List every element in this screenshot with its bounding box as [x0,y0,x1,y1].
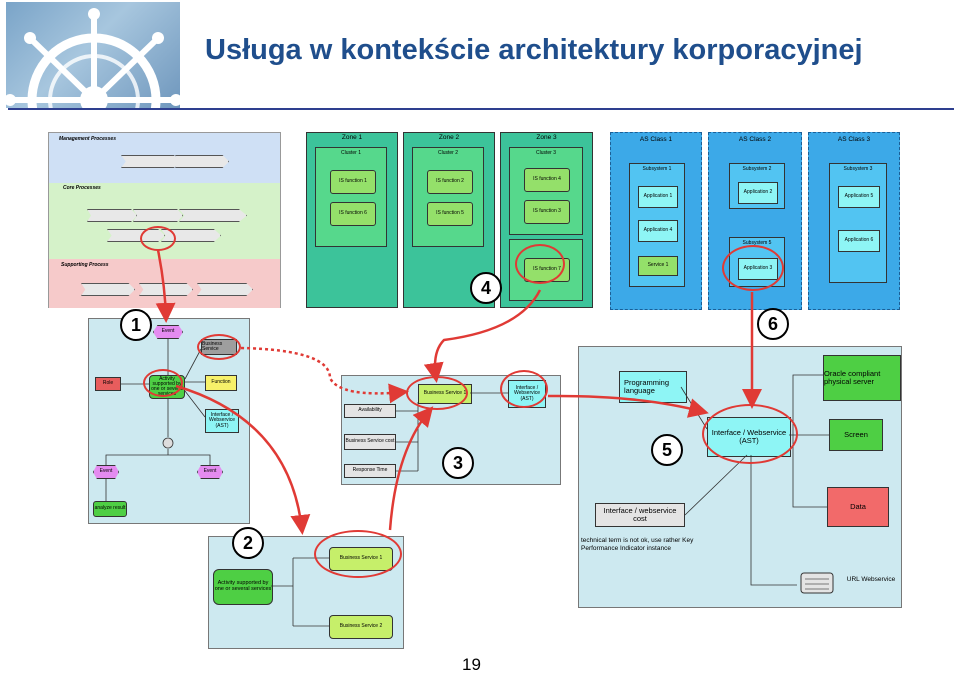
event-node: Event [197,465,223,479]
event-node: Event [93,465,119,479]
cluster-name: Cluster 3 [535,150,556,156]
zone-panel: Zone 1 Cluster 1 IS function 1 IS functi… [306,132,398,308]
highlight-ring [197,334,241,360]
attribute-box: Response Time [344,464,396,478]
is-function: IS function 2 [427,170,473,194]
application-box: Application 6 [838,230,880,252]
application-box: Application 5 [838,186,880,208]
subsystem-box: Subsystem 3 Application 5 Application 6 [829,163,887,283]
is-function: IS function 4 [524,168,570,192]
cluster-box: Cluster 2 IS function 2 IS function 5 [412,147,484,247]
zone-name: Zone 3 [536,134,557,141]
subsystem-box: Subsystem 1 Application 1 Application 4 … [629,163,685,287]
subsystem-name: Subsystem 1 [642,166,672,172]
highlight-ring [500,370,548,408]
cost-box: Interface / webservice cost [595,503,685,527]
activity-node: Activity supported by one or several ser… [213,569,273,605]
subsystem-name: Subsystem 3 [843,166,873,172]
marker-6: 6 [757,308,789,340]
subsystem-name: Subsystem 5 [742,240,772,246]
data-box: Data [827,487,889,527]
is-function: IS function 1 [330,170,376,194]
page-title: Usługa w kontekście architektury korpora… [205,34,863,66]
zone-name: Zone 1 [341,134,363,141]
subsystem-name: Subsystem 2 [742,166,772,172]
application-box: Application 1 [638,186,678,208]
screen-box: Screen [829,419,883,451]
url-label: URL Webservice [846,576,896,583]
supporting-label: Supporting Process [61,262,109,268]
cluster-box: Cluster 1 IS function 1 IS function 6 [315,147,387,247]
as-class-panel: AS Class 1 Subsystem 1 Application 1 App… [610,132,702,310]
highlight-ring [314,530,402,578]
business-service-node: Business Service 2 [329,615,393,639]
management-label: Management Processes [59,136,116,142]
attribute-box: Availability [344,404,396,418]
core-label: Core Processes [63,185,101,191]
as-class-name: AS Class 1 [639,136,673,143]
attribute-box: Business Service cost [344,434,396,450]
application-box: Application 4 [638,220,678,242]
management-band: Management Processes [49,133,280,183]
highlight-ring [722,245,784,291]
marker-2: 2 [232,527,264,559]
service-box: Service 1 [638,256,678,276]
marker-1: 1 [120,309,152,341]
is-function: IS function 3 [524,200,570,224]
cluster-box: Cluster 3 IS function 4 IS function 3 [509,147,583,235]
title-rule [8,108,954,110]
page-number: 19 [462,655,481,674]
as-class-name: AS Class 3 [837,136,871,143]
marker-5: 5 [651,434,683,466]
highlight-ring [143,369,183,397]
marker-3: 3 [442,447,474,479]
event-node: Event [153,325,183,339]
is-function: IS function 5 [427,202,473,226]
function-node: Function [205,375,237,391]
subsystem-box: Subsystem 2 Application 2 [729,163,785,209]
kpi-note: technical term is not ok, use rather Key… [581,537,694,552]
result-node: analyze result [93,501,127,517]
application-box: Application 2 [738,182,778,204]
is-function: IS function 6 [330,202,376,226]
zone-name: Zone 2 [438,134,460,141]
role-node: Role [95,377,121,391]
marker-4: 4 [470,272,502,304]
webservice-icon [797,569,837,599]
logo-ship-wheel [6,2,180,108]
as-class-name: AS Class 2 [738,136,772,143]
server-box: Oracle compliant physical server [823,355,901,401]
cluster-name: Cluster 1 [340,150,361,156]
highlight-ring [515,244,565,284]
assignment-connectors [271,557,329,627]
cluster-name: Cluster 2 [437,150,458,156]
language-box: Programming language [619,371,687,403]
as-class-panel: AS Class 3 Subsystem 3 Application 5 App… [808,132,900,310]
